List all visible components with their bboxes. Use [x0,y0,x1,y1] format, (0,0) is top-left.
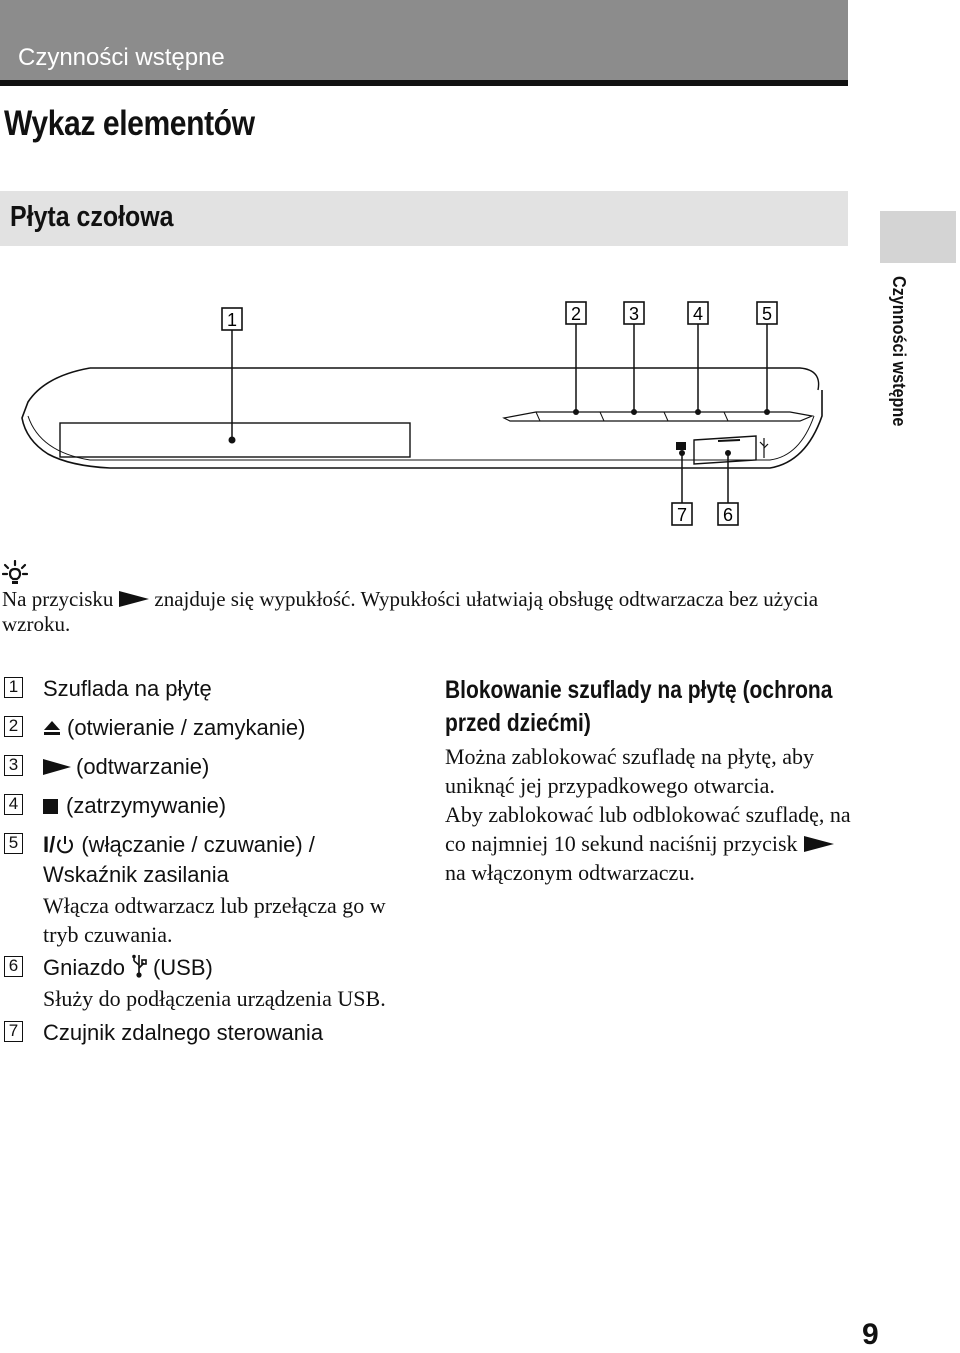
chapter-header-label: Czynności wstępne [18,44,225,71]
item-title: Szuflada na płytę [43,676,212,701]
item-title-prefix: Gniazdo [43,955,125,980]
item-number: 4 [4,794,23,815]
header-rule [0,80,848,86]
callout-1-label: 1 [227,310,237,330]
callout-7-label: 7 [677,505,687,525]
item-title-line2: Wskaźnik zasilania [43,862,229,887]
section-header: Płyta czołowa [0,191,848,246]
child-lock-para-2: Aby zablokować lub odblokować szufladę, … [445,800,855,887]
leader-lines [231,324,768,503]
parts-list: 1 Szuflada na płytę 2 (otwieranie / zamy… [4,674,424,1048]
power-icon [57,836,74,854]
callout-5-label: 5 [762,304,772,324]
stop-icon [43,799,58,814]
page-title: Wykaz elementów [4,104,255,143]
callout-2: 2 [565,301,587,325]
item-number: 5 [4,833,23,854]
item-title: (zatrzymywanie) [66,793,227,818]
item-title: (otwieranie / zamykanie) [67,715,306,740]
callout-7: 7 [671,502,693,526]
play-icon [803,836,834,852]
play-icon [43,759,71,775]
player-body [21,367,823,469]
list-item: 1 Szuflada na płytę [4,674,424,704]
callout-4: 4 [687,301,709,325]
item-description: Służy do podłączenia urządzenia USB. [43,986,386,1011]
item-number: 3 [4,755,23,776]
tip-text-after: znajduje się wypukłość. Wypukłości ułatw… [2,587,819,636]
list-item: 5 I/ (włączanie / czuwanie) / Wskaźnik z… [4,830,424,949]
lightbulb-hint-icon [2,560,28,584]
remote-sensor [676,442,686,450]
standby-bar: I/ [43,832,56,857]
callout-2-label: 2 [571,304,581,324]
list-item: 6 Gniazdo (USB) Służy do podłączenia urz… [4,953,424,1013]
usb-icon [132,954,147,978]
side-tab-label: Czynności wstępne [889,276,909,427]
item-title: (odtwarzanie) [76,754,210,779]
panel-usb-icon [759,438,769,458]
section-title: Płyta czołowa [10,201,174,233]
tip-text-before: Na przycisku [2,587,114,611]
list-item: 3 (odtwarzanie) [4,752,424,782]
side-tab [880,211,956,263]
callout-5: 5 [756,301,778,325]
front-panel-diagram: 1 2 3 4 5 7 6 [21,301,823,526]
child-lock-para-1: Można zablokować szufladę na płytę, aby … [445,744,814,798]
callout-3: 3 [623,301,645,325]
callout-6-label: 6 [723,505,733,525]
item-title: (włączanie / czuwanie) / [81,832,315,857]
callout-6: 6 [717,502,739,526]
callout-1: 1 [221,307,243,331]
list-item: 7 Czujnik zdalnego sterowania [4,1018,424,1048]
item-number: 1 [4,677,23,698]
leader-dots [228,409,770,456]
child-lock-section: Blokowanie szuflady na płytę (ochrona pr… [445,674,855,887]
child-lock-heading: Blokowanie szuflady na płytę (ochrona pr… [445,676,833,737]
item-number: 7 [4,1021,23,1042]
chapter-header: Czynności wstępne [0,0,848,86]
list-item: 4 (zatrzymywanie) [4,791,424,821]
eject-icon [44,721,60,735]
item-title: Czujnik zdalnego sterowania [43,1020,324,1045]
child-lock-para-2-after: na włączonym odtwarzaczu. [445,860,695,885]
callout-4-label: 4 [693,304,703,324]
child-lock-para-2-before: Aby zablokować lub odblokować szufladę, … [445,802,851,856]
item-title: (USB) [152,955,213,980]
callout-3-label: 3 [629,304,639,324]
page-number: 9 [862,1318,879,1351]
item-number: 6 [4,956,23,977]
play-icon [119,591,150,607]
list-item: 2 (otwieranie / zamykanie) [4,713,424,743]
item-description: Włącza odtwarzacz lub przełącza go w try… [43,893,386,947]
item-number: 2 [4,716,23,737]
